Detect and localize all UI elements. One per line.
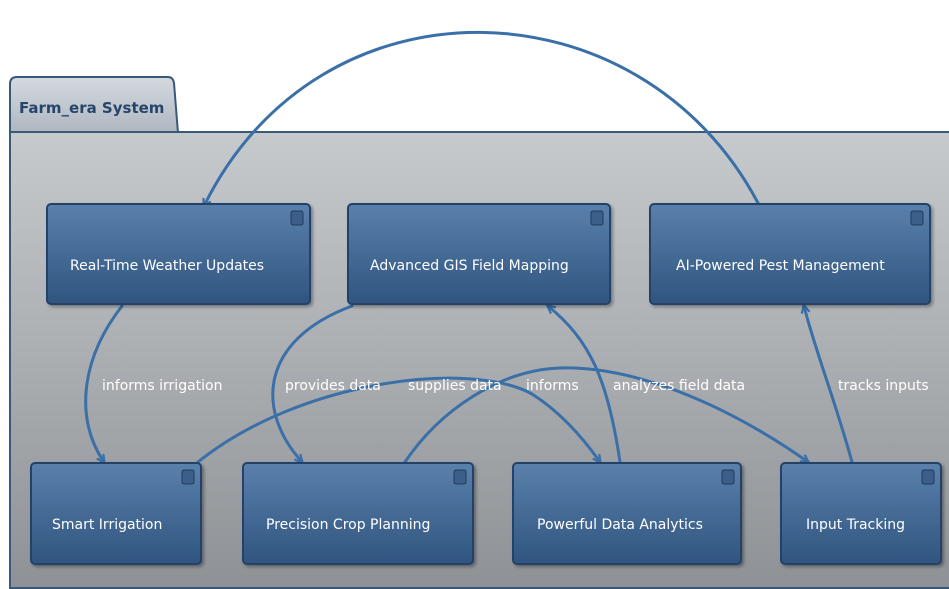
edge-label-input-to-pest: tracks inputs (838, 378, 929, 394)
component-icon (721, 469, 735, 485)
edge-crop-to-input (403, 366, 808, 462)
edge-label-pest-to-weather: uses weather data (410, 20, 521, 34)
node-pest-label: AI-Powered Pest Management (676, 258, 885, 274)
edge-label-gis-to-crop: provides data (285, 378, 381, 394)
edge-weather-to-irrigation (84, 304, 124, 462)
nodes: Real-Time Weather Updates Advanced GIS F… (30, 203, 942, 565)
edge-labels: uses weather data informs irrigation pro… (102, 20, 929, 394)
node-pest[interactable]: AI-Powered Pest Management (649, 203, 931, 305)
node-irrigation[interactable]: Smart Irrigation (30, 462, 202, 565)
node-irrigation-label: Smart Irrigation (52, 517, 162, 533)
edge-irrigation-to-analytics (196, 376, 600, 462)
edge-input-to-pest (804, 306, 854, 464)
edge-label-irrigation-to-analytics: supplies data (408, 378, 502, 394)
node-weather-label: Real-Time Weather Updates (70, 258, 264, 274)
component-icon (181, 469, 195, 485)
node-input-tracking-label: Input Tracking (806, 517, 905, 533)
node-crop-planning-label: Precision Crop Planning (266, 517, 430, 533)
edge-label-weather-to-irrigation: informs irrigation (102, 378, 222, 394)
node-gis[interactable]: Advanced GIS Field Mapping (347, 203, 611, 305)
node-weather[interactable]: Real-Time Weather Updates (46, 203, 311, 305)
edge-label-analytics-to-gis: analyzes field data (613, 378, 745, 394)
package-tab (9, 76, 180, 134)
component-icon (453, 469, 467, 485)
edge-gis-to-crop (271, 304, 354, 462)
node-gis-label: Advanced GIS Field Mapping (370, 258, 569, 274)
node-crop-planning[interactable]: Precision Crop Planning (242, 462, 474, 565)
edge-analytics-to-gis (548, 306, 622, 464)
component-icon (921, 469, 935, 485)
node-analytics-label: Powerful Data Analytics (537, 517, 703, 533)
component-icon (590, 210, 604, 226)
node-analytics[interactable]: Powerful Data Analytics (512, 462, 742, 565)
edges (84, 30, 854, 464)
node-input-tracking[interactable]: Input Tracking (780, 462, 942, 565)
component-icon (290, 210, 304, 226)
edge-pest-to-weather (204, 30, 760, 206)
component-icon (910, 210, 924, 226)
edge-label-crop-to-input: informs (526, 378, 579, 394)
package-title: Farm_era System (19, 99, 164, 117)
